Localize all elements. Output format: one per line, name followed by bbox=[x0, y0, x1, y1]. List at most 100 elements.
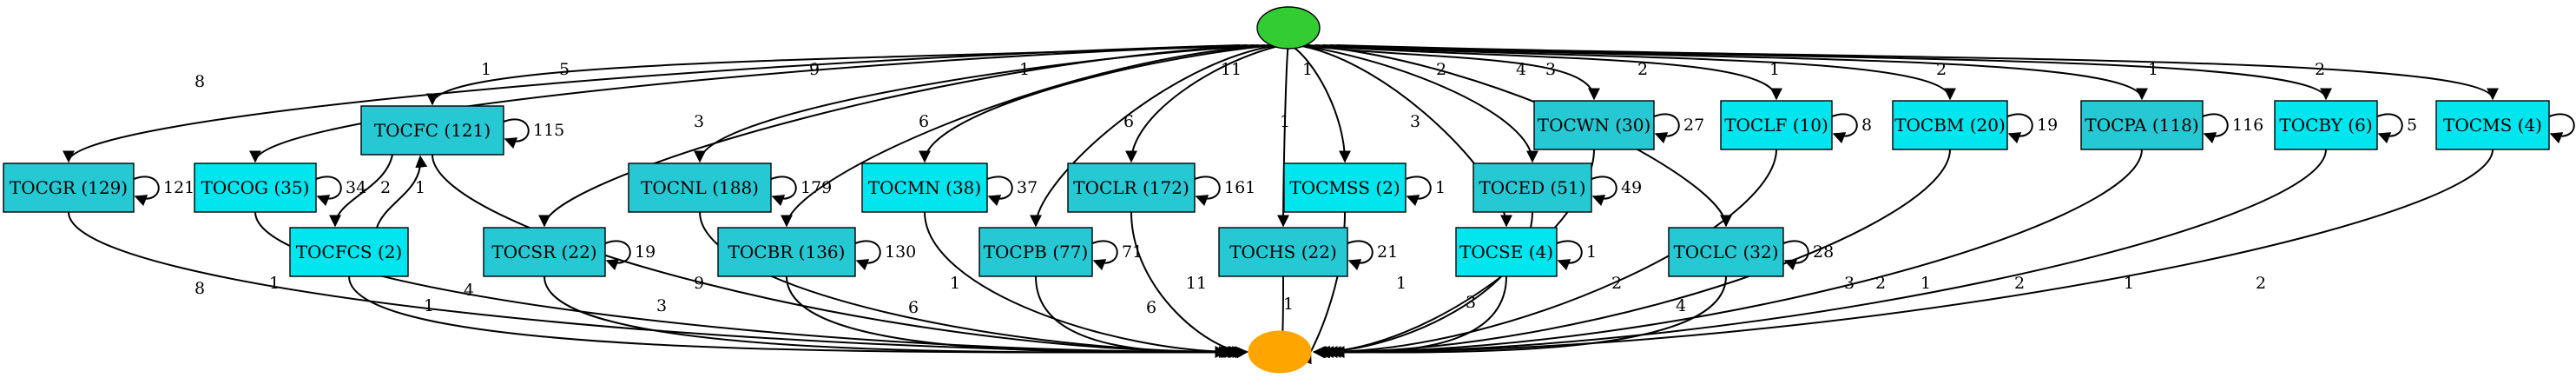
node-label: TOCBY (6) bbox=[2279, 115, 2372, 136]
node-tocms: TOCMS (4)2 bbox=[2435, 100, 2575, 150]
self-loop-edge bbox=[503, 118, 530, 149]
node-box bbox=[861, 162, 988, 213]
node-box bbox=[717, 227, 856, 277]
self-loop-label: 179 bbox=[800, 178, 832, 197]
edge-label-start-to-toclr: 11 bbox=[1221, 60, 1242, 79]
edge-tocog-to-end bbox=[254, 211, 1231, 359]
node-box bbox=[194, 162, 317, 213]
self-loop-label: 161 bbox=[1224, 178, 1255, 197]
edge-label-toclf-to-end: 2 bbox=[1875, 274, 1886, 293]
edge-tocbr-to-end bbox=[786, 275, 1242, 359]
node-label: TOCSR (22) bbox=[491, 242, 596, 262]
self-loop-edge bbox=[2006, 113, 2033, 144]
edge-tocbm-to-end bbox=[1321, 149, 1951, 359]
node-label: TOCLR (172) bbox=[1073, 177, 1189, 198]
edge-label-start-to-tocms: 2 bbox=[2315, 60, 2325, 79]
edge-tocfc-to-tocfcs bbox=[329, 154, 393, 228]
edge-label-tocnl-to-end: 9 bbox=[694, 274, 704, 293]
node-tocse: TOCSE (4)1 bbox=[1455, 227, 1597, 277]
node-box bbox=[1668, 227, 1784, 277]
edge-label-start-to-toced: 2 bbox=[1436, 60, 1446, 79]
self-loop-label: 116 bbox=[2232, 116, 2263, 135]
self-loop-edge bbox=[1831, 113, 1858, 144]
node-tocpa: TOCPA (118) 116 bbox=[2080, 100, 2263, 150]
node-tocmn: TOCMN (38)37 bbox=[861, 162, 1038, 213]
edge-label-tocgr-to-end: 8 bbox=[194, 279, 205, 298]
edge-start-to-tocog bbox=[249, 44, 1248, 163]
node-box bbox=[289, 227, 409, 277]
node-label: TOCSE (4) bbox=[1459, 242, 1553, 262]
self-loop-label: 49 bbox=[1621, 178, 1642, 197]
self-loop-label: 8 bbox=[1861, 116, 1872, 135]
edge-label-tocbm-to-end: 1 bbox=[1920, 274, 1931, 293]
edge-label-tocby-to-end: 1 bbox=[2124, 274, 2134, 293]
node-tocby: TOCBY (6) 5 bbox=[2274, 100, 2417, 150]
edge-start-to-toclr bbox=[1125, 44, 1282, 163]
self-loop-edge bbox=[1347, 240, 1374, 271]
edge-start-to-tocpb bbox=[1030, 44, 1279, 228]
self-loop-label: 19 bbox=[635, 242, 656, 262]
self-loop-label: 130 bbox=[885, 242, 916, 262]
node-label: TOCPA (118) bbox=[2085, 115, 2198, 136]
self-loop-edge bbox=[1782, 240, 1809, 271]
edge-tocfcs-to-tocfc bbox=[376, 155, 428, 229]
self-loop-label: 71 bbox=[1122, 242, 1143, 262]
edge-label-tocfcs-to-end: 1 bbox=[424, 296, 434, 315]
node-box bbox=[1533, 100, 1655, 150]
node-label: TOCMSS (2) bbox=[1289, 177, 1400, 198]
edge-label-start-to-tochs: 1 bbox=[1280, 112, 1290, 131]
node-tocfcs: TOCFCS (2) bbox=[289, 227, 409, 277]
node-tocnl: TOCNL (188)179 bbox=[628, 162, 832, 213]
self-loop-edge bbox=[315, 176, 342, 207]
node-box bbox=[2080, 100, 2204, 150]
node-box bbox=[1720, 100, 1833, 150]
edge-label-tocbr-to-end: 6 bbox=[908, 298, 919, 317]
self-loop-edge bbox=[1591, 176, 1617, 207]
edge-start-to-toclf bbox=[1308, 44, 1782, 101]
self-loop-edge bbox=[1405, 176, 1432, 207]
edge-label-toclr-to-end: 11 bbox=[1186, 274, 1207, 293]
self-loop-edge bbox=[770, 176, 797, 207]
edge-label-tocfcs-to-tocfc: 1 bbox=[415, 178, 425, 197]
self-loop-label: 115 bbox=[533, 121, 564, 140]
edge-toclr-to-end bbox=[1130, 211, 1248, 359]
node-label: TOCLF (10) bbox=[1724, 115, 1828, 136]
edge-label-start-to-tocpb: 6 bbox=[1123, 112, 1134, 131]
edge-label-start-to-tocnl: 9 bbox=[809, 60, 820, 79]
node-box bbox=[1892, 100, 2008, 150]
edge-label-tocms-to-end: 2 bbox=[2256, 274, 2266, 293]
edge-tocby-to-end bbox=[1328, 149, 2327, 359]
node-tochs: TOCHS (22)21 bbox=[1218, 227, 1398, 277]
node-tocbr: TOCBR (136)130 bbox=[717, 227, 916, 277]
self-loop-edge bbox=[1556, 240, 1583, 271]
edge-label-start-to-tocmss: 1 bbox=[1302, 60, 1313, 79]
node-tocog: TOCOG (35)34 bbox=[194, 162, 366, 213]
start-node bbox=[1256, 6, 1321, 50]
edge-label-tocpb-to-end: 6 bbox=[1146, 298, 1156, 317]
edge-label-start-to-tocbm: 1 bbox=[1769, 60, 1780, 79]
node-toced: TOCED (51)49 bbox=[1472, 162, 1642, 213]
edge-label-start-to-tocby: 1 bbox=[2148, 60, 2158, 79]
self-loop-label: 5 bbox=[2407, 116, 2417, 135]
edge-label-start-to-tocmn: 1 bbox=[1019, 60, 1030, 79]
edges-layer: 8811541339966116611111111332244332211221… bbox=[63, 44, 2499, 365]
self-loop-label: 1 bbox=[1435, 178, 1446, 197]
node-tocmss: TOCMSS (2) 1 bbox=[1283, 162, 1446, 213]
edge-toclf-to-end bbox=[1318, 149, 1777, 359]
edge-label-start-to-tocsr: 3 bbox=[694, 112, 704, 131]
edge-label-start-to-tocpa: 2 bbox=[1936, 60, 1947, 79]
edge-label-start-to-tocfc: 5 bbox=[559, 60, 570, 79]
node-box bbox=[2274, 100, 2378, 150]
node-box bbox=[1455, 227, 1558, 277]
edge-tocfc-to-end bbox=[432, 154, 1235, 359]
node-box bbox=[2435, 100, 2550, 150]
self-loop-edge bbox=[604, 240, 631, 271]
node-tocfc: TOCFC (121)115 bbox=[360, 105, 564, 156]
edge-start-to-tocbm bbox=[1314, 44, 1956, 101]
edge-label-tocwn-to-end: 3 bbox=[1844, 274, 1855, 293]
self-loop-label: 28 bbox=[1813, 242, 1834, 262]
self-loop-edge bbox=[2376, 113, 2403, 144]
node-box bbox=[628, 162, 772, 213]
node-label: TOCLC (32) bbox=[1673, 242, 1778, 262]
